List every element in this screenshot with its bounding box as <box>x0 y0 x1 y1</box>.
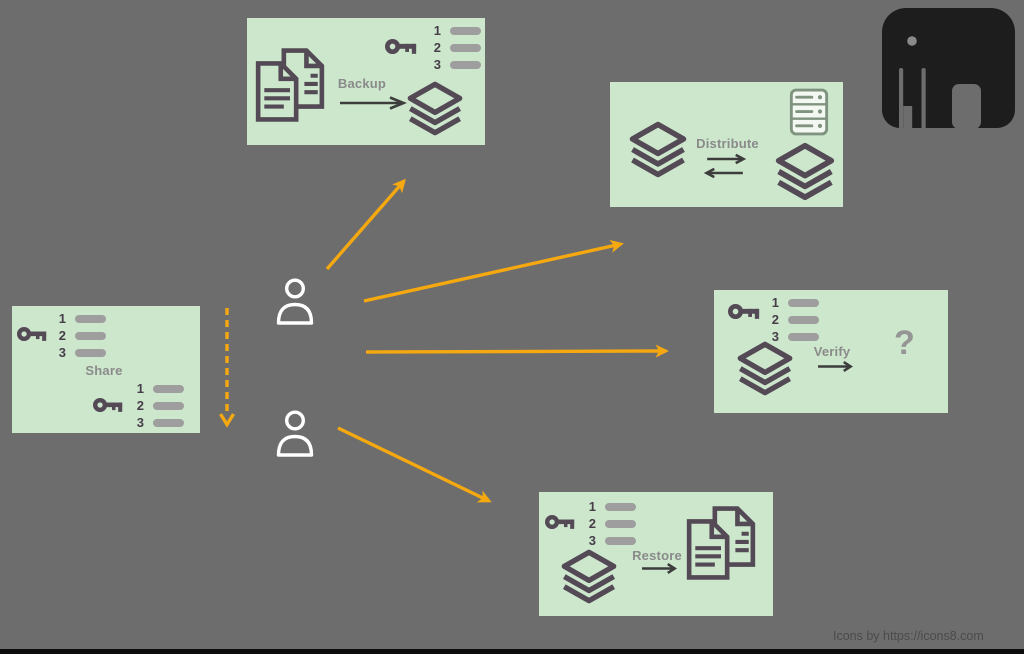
distribute-card: Distribute <box>610 82 843 207</box>
person-icon <box>273 277 317 327</box>
right-arrow-icon <box>338 95 408 111</box>
list-item: 3 <box>134 415 184 430</box>
documents-icon <box>253 48 327 122</box>
stack-icon <box>558 546 620 608</box>
list-number: 1 <box>433 23 441 38</box>
list-item: 1 <box>769 295 819 310</box>
arrow-to-backup <box>325 178 406 271</box>
key-share-list: 1 2 3 <box>56 311 106 360</box>
list-item: 2 <box>586 516 636 531</box>
list-value-bar <box>788 332 819 341</box>
list-number: 1 <box>136 381 144 396</box>
restore-card: 1 2 3 Restore <box>539 492 773 616</box>
right-arrow-icon <box>706 153 746 165</box>
share-label: Share <box>85 363 123 378</box>
list-item: 2 <box>56 328 106 343</box>
backup-label: Backup <box>337 76 387 91</box>
list-number: 1 <box>588 499 596 514</box>
documents-icon <box>684 506 758 580</box>
list-number: 3 <box>136 415 144 430</box>
bottom-letterbox <box>0 649 1024 654</box>
list-value-bar <box>153 418 184 427</box>
list-item: 2 <box>431 40 481 55</box>
list-value-bar <box>75 314 106 323</box>
elephant-logo <box>882 8 1015 129</box>
key-share-list: 1 2 3 <box>134 381 184 430</box>
list-number: 3 <box>588 533 596 548</box>
list-value-bar <box>75 348 106 357</box>
key-icon <box>728 302 760 321</box>
icons-credit: Icons by https://icons8.com <box>833 629 984 643</box>
list-value-bar <box>605 502 636 511</box>
key-share-list: 1 2 3 <box>769 295 819 344</box>
dashed-share-arrowhead <box>219 413 235 428</box>
list-number: 3 <box>771 329 779 344</box>
list-item: 3 <box>586 533 636 548</box>
distribute-label: Distribute <box>696 136 759 151</box>
question-mark: ? <box>894 324 915 362</box>
stack-icon <box>772 139 838 205</box>
arrow-to-restore <box>337 426 492 503</box>
right-arrow-icon <box>641 562 677 575</box>
list-item: 2 <box>134 398 184 413</box>
elephant-eye <box>907 36 917 46</box>
list-value-bar <box>605 519 636 528</box>
list-number: 2 <box>433 40 441 55</box>
person-icon <box>273 409 317 459</box>
list-number: 3 <box>433 57 441 72</box>
list-value-bar <box>153 384 184 393</box>
list-value-bar <box>788 298 819 307</box>
list-item: 1 <box>586 499 636 514</box>
list-item: 2 <box>769 312 819 327</box>
key-icon <box>545 513 575 531</box>
backup-card: Backup 1 2 3 <box>247 18 485 145</box>
verify-card: 1 2 3 Verify ? <box>714 290 948 413</box>
key-share-list: 1 2 3 <box>586 499 636 548</box>
list-number: 1 <box>771 295 779 310</box>
list-number: 3 <box>58 345 66 360</box>
list-value-bar <box>450 43 481 52</box>
share-card: 1 2 3 Share 1 2 3 <box>12 306 200 433</box>
list-value-bar <box>153 401 184 410</box>
list-value-bar <box>450 26 481 35</box>
list-item: 1 <box>56 311 106 326</box>
list-item: 3 <box>56 345 106 360</box>
left-arrow-icon <box>704 167 744 179</box>
stack-icon <box>404 78 466 140</box>
restore-label: Restore <box>632 548 682 563</box>
right-arrow-icon <box>817 360 853 373</box>
server-icon <box>788 88 830 136</box>
list-number: 2 <box>136 398 144 413</box>
arrow-to-distribute <box>363 239 624 303</box>
list-value-bar <box>75 331 106 340</box>
key-icon <box>17 325 47 343</box>
list-value-bar <box>605 536 636 545</box>
list-number: 1 <box>58 311 66 326</box>
arrow-to-verify <box>365 344 669 358</box>
list-value-bar <box>450 60 481 69</box>
list-item: 3 <box>431 57 481 72</box>
key-share-list: 1 2 3 <box>431 23 481 72</box>
list-value-bar <box>788 315 819 324</box>
verify-label: Verify <box>813 344 851 359</box>
list-item: 1 <box>134 381 184 396</box>
list-number: 2 <box>588 516 596 531</box>
key-icon <box>93 396 123 414</box>
list-number: 2 <box>771 312 779 327</box>
stack-icon <box>734 338 796 400</box>
list-number: 2 <box>58 328 66 343</box>
list-item: 1 <box>431 23 481 38</box>
key-icon <box>385 37 417 56</box>
list-item: 3 <box>769 329 819 344</box>
